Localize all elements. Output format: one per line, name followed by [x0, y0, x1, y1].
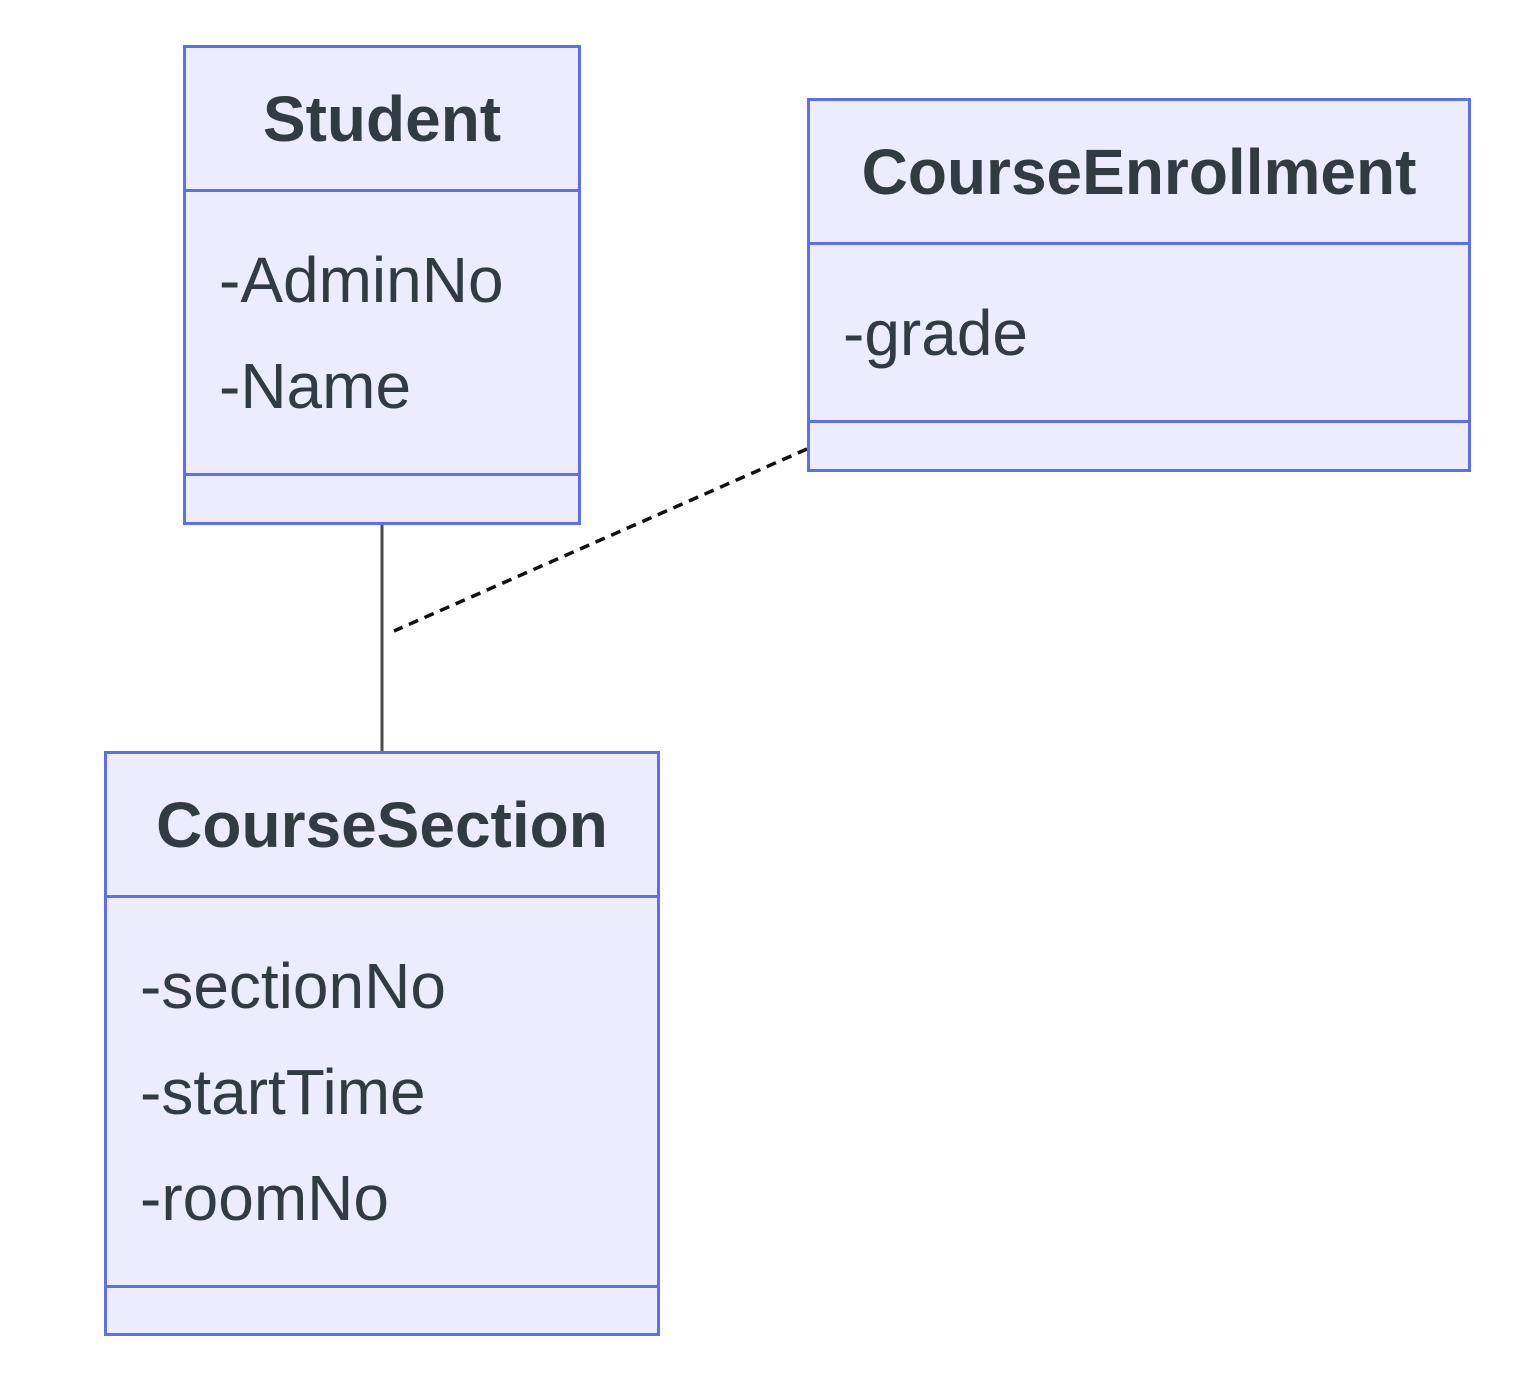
class-student[interactable]: Student -AdminNo -Name	[183, 45, 581, 525]
attribute-adminno: -AdminNo	[219, 243, 504, 316]
methods-student	[186, 476, 578, 522]
class-name-coursesection: CourseSection	[107, 754, 657, 898]
attribute-sectionno: -sectionNo	[140, 949, 446, 1022]
methods-coursesection	[107, 1288, 657, 1333]
attribute-grade: -grade	[843, 296, 1028, 369]
class-coursesection[interactable]: CourseSection -sectionNo -startTime -roo…	[104, 751, 660, 1336]
methods-courseenrollment	[810, 423, 1468, 469]
class-courseenrollment[interactable]: CourseEnrollment -grade	[807, 98, 1471, 472]
attribute-name: -Name	[219, 349, 412, 422]
attribute-roomno: -roomNo	[140, 1161, 389, 1234]
attributes-coursesection: -sectionNo -startTime -roomNo	[107, 898, 657, 1288]
class-name-courseenrollment: CourseEnrollment	[810, 101, 1468, 245]
attributes-student: -AdminNo -Name	[186, 192, 578, 476]
attribute-starttime: -startTime	[140, 1055, 426, 1128]
class-name-student: Student	[186, 48, 578, 192]
association-class-link	[393, 447, 808, 633]
attributes-courseenrollment: -grade	[810, 245, 1468, 423]
